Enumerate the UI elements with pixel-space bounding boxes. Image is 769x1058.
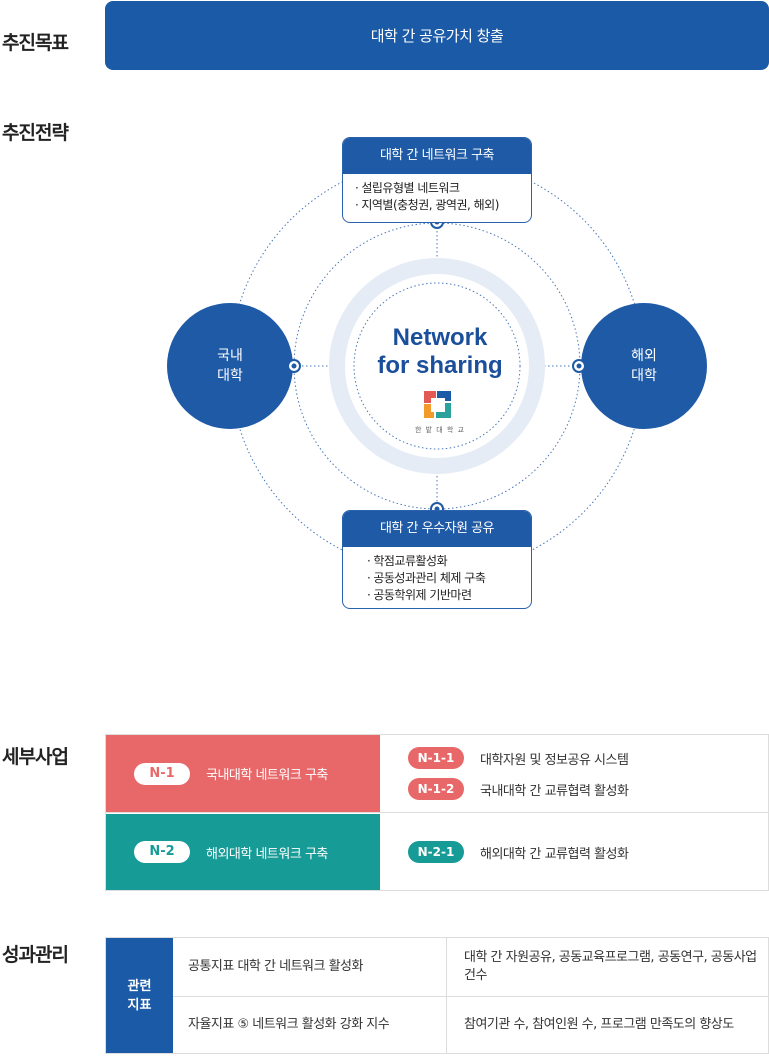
performance-header-text: 관련 지표 <box>127 978 152 1013</box>
top-card-list: 설립유형별 네트워크 지역별(충청권, 광역권, 해외) <box>343 174 531 214</box>
left-circle <box>167 303 293 429</box>
right-circle-label: 해외 대학 <box>614 346 674 386</box>
indicator-cell: 공통지표 대학 간 네트워크 활성화 <box>188 938 438 996</box>
detail-row-n2: N-2 해외대학 네트워크 구축 N-2-1 해외대학 간 교류협력 활성화 <box>106 814 768 890</box>
university-logo-icon <box>424 391 451 418</box>
measure-text: 참여기관 수, 참여인원 수, 프로그램 만족도의 향상도 <box>464 1017 734 1032</box>
sub-text: 대학자원 및 정보공유 시스템 <box>480 752 629 768</box>
left-circle-line2: 대학 <box>217 368 243 384</box>
right-circle-line2: 대학 <box>631 368 657 384</box>
node-left <box>287 359 301 373</box>
sub-text: 국내대학 간 교류협력 활성화 <box>480 783 629 799</box>
goal-label: 추진목표 <box>2 32 69 54</box>
code-pill: N-1 <box>134 762 190 785</box>
top-card-title: 대학 간 네트워크 구축 <box>343 138 531 174</box>
center-inner-dotted-ring <box>353 282 521 450</box>
detail-subs: N-2-1 해외대학 간 교류협력 활성화 <box>380 814 768 890</box>
code-pill: N-2 <box>134 841 190 863</box>
list-item: 공동성과관리 체제 구축 <box>367 570 531 587</box>
left-circle-line1: 국내 <box>217 348 243 364</box>
sub-code-pill: N-1-1 <box>408 747 464 769</box>
goal-banner: 대학 간 공유가치 창출 <box>105 1 769 70</box>
center-title-line1: Network <box>392 324 488 351</box>
detail-row-head: N-1 국내대학 네트워크 구축 <box>106 735 380 812</box>
left-circle-label: 국내 대학 <box>200 346 260 386</box>
detail-title: 해외대학 네트워크 구축 <box>206 846 328 862</box>
performance-header: 관련 지표 <box>106 938 173 1053</box>
measure-cell: 대학 간 자원공유, 공동교육프로그램, 공동연구, 공동사업건수 <box>464 938 764 996</box>
details-table: N-1 국내대학 네트워크 구축 N-1-1 대학자원 및 정보공유 시스템 N… <box>105 734 769 891</box>
measure-text: 대학 간 자원공유, 공동교육프로그램, 공동연구, 공동사업건수 <box>464 950 757 983</box>
right-circle <box>581 303 707 429</box>
indicator-cell: 자율지표 ⑤ 네트워크 활성화 강화 지수 <box>188 997 438 1053</box>
center-title: Network for sharing <box>360 325 520 381</box>
top-strategy-card: 대학 간 네트워크 구축 설립유형별 네트워크 지역별(충청권, 광역권, 해외… <box>342 137 532 223</box>
center-title-line2: for sharing <box>377 352 503 379</box>
strategy-label: 추진전략 <box>2 122 69 144</box>
sub-item: N-2-1 해외대학 간 교류협력 활성화 <box>408 841 629 863</box>
bottom-strategy-card: 대학 간 우수자원 공유 학점교류활성화 공동성과관리 체제 구축 공동학위제 … <box>342 510 532 609</box>
detail-title: 국내대학 네트워크 구축 <box>206 768 328 783</box>
indicator-text: 공통지표 대학 간 네트워크 활성화 <box>188 959 363 974</box>
list-item: 지역별(충청권, 광역권, 해외) <box>355 197 531 214</box>
list-item: 학점교류활성화 <box>367 553 531 570</box>
sub-item: N-1-2 국내대학 간 교류협력 활성화 <box>408 778 629 800</box>
list-item: 설립유형별 네트워크 <box>355 180 531 197</box>
sub-item: N-1-1 대학자원 및 정보공유 시스템 <box>408 747 629 769</box>
goal-text: 대학 간 공유가치 창출 <box>370 27 504 45</box>
center-ring <box>329 258 545 474</box>
performance-label: 성과관리 <box>2 944 69 966</box>
sub-code-pill: N-1-2 <box>408 778 464 800</box>
bottom-card-list: 학점교류활성화 공동성과관리 체제 구축 공동학위제 기반마련 <box>343 547 531 604</box>
node-right <box>572 359 586 373</box>
indicator-text: 자율지표 ⑤ 네트워크 활성화 강화 지수 <box>188 1017 390 1032</box>
detail-row-head: N-2 해외대학 네트워크 구축 <box>106 814 380 890</box>
right-circle-line1: 해외 <box>631 348 657 364</box>
list-item: 공동학위제 기반마련 <box>367 587 531 604</box>
performance-table: 관련 지표 공통지표 대학 간 네트워크 활성화 대학 간 자원공유, 공동교육… <box>105 937 769 1054</box>
university-name: 한 밭 대 학 교 <box>414 426 466 434</box>
sub-text: 해외대학 간 교류협력 활성화 <box>480 846 629 862</box>
bottom-card-title: 대학 간 우수자원 공유 <box>343 511 531 547</box>
sub-code-pill: N-2-1 <box>408 841 464 863</box>
details-label: 세부사업 <box>2 746 69 768</box>
row-divider <box>173 996 768 997</box>
column-divider <box>446 938 447 1053</box>
measure-cell: 참여기관 수, 참여인원 수, 프로그램 만족도의 향상도 <box>464 997 764 1053</box>
detail-row-n1: N-1 국내대학 네트워크 구축 N-1-1 대학자원 및 정보공유 시스템 N… <box>106 735 768 813</box>
detail-subs: N-1-1 대학자원 및 정보공유 시스템 N-1-2 국내대학 간 교류협력 … <box>380 735 768 812</box>
